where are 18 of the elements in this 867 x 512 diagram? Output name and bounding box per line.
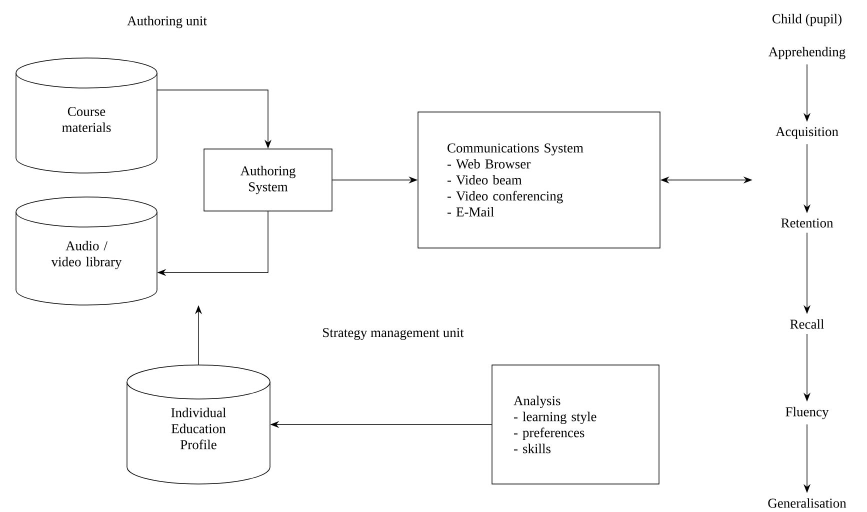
unit-heading: Authoring unit <box>127 16 207 28</box>
database-cylinder: Audio / video library <box>16 196 158 306</box>
stage-label: Apprehending <box>768 46 846 60</box>
node-label: Individual Education Profile <box>171 408 226 450</box>
stage-label: Generalisation <box>768 498 846 508</box>
node-label: Audio / video library <box>51 240 122 270</box>
unit-heading: Child (pupil) <box>772 14 842 26</box>
stage-label: Retention <box>781 218 834 228</box>
database-cylinder: Individual Education Profile <box>126 364 270 484</box>
process-box: Authoring System <box>204 148 332 212</box>
database-cylinder: Course materials <box>16 58 158 174</box>
process-box: Analysis - learning style - preferences - skills <box>492 364 660 484</box>
stage-label: Acquisition <box>776 127 838 139</box>
stage-label: Recall <box>790 319 824 329</box>
unit-heading: Strategy management unit <box>323 328 464 340</box>
stage-label: Fluency <box>786 406 829 420</box>
process-box: Communications System - Web Browser - Video beam - Video conferencing - E-Mail <box>418 112 660 248</box>
node-label: Course materials <box>62 106 111 132</box>
